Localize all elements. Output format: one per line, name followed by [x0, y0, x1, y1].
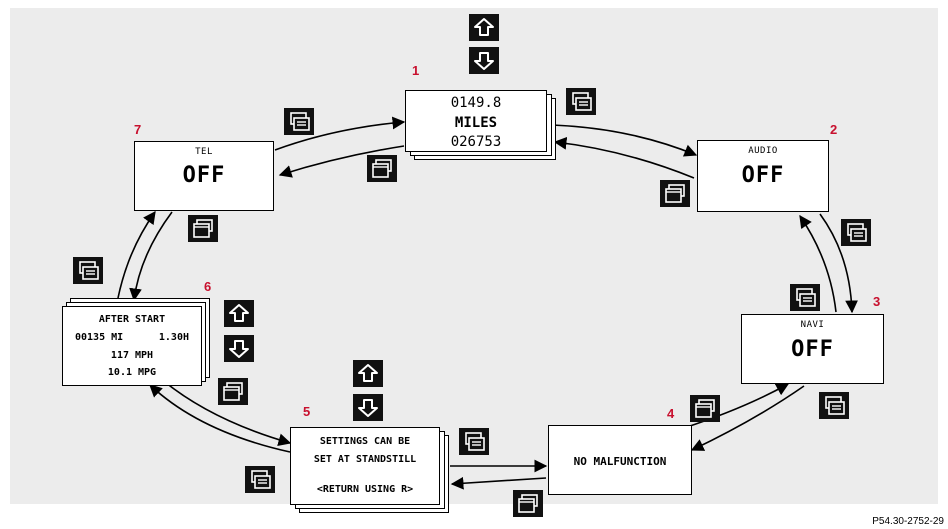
page-forward-icon[interactable]	[73, 257, 103, 284]
arrow-1-to-2	[551, 124, 698, 157]
after-start-consumption: 10.1 MPG	[107, 367, 157, 378]
distance-unit: MILES	[454, 115, 498, 131]
arrow-2-to-3	[819, 213, 858, 314]
arrow-down-icon[interactable]	[224, 335, 254, 362]
settings-line-3: <RETURN USING R>	[316, 484, 414, 495]
arrow-up-icon[interactable]	[469, 14, 499, 41]
display-audio-value: OFF	[741, 163, 785, 188]
page-forward-icon[interactable]	[245, 466, 275, 493]
display-number-4: 4	[667, 406, 675, 421]
arrow-4-to-5	[450, 476, 547, 490]
arrow-3-to-2	[799, 214, 837, 313]
page-back-icon[interactable]	[218, 378, 248, 405]
page-forward-icon[interactable]	[790, 284, 820, 311]
display-malfunction-text: NO MALFUNCTION	[573, 455, 667, 468]
page-back-icon[interactable]	[367, 155, 397, 182]
display-number-1: 1	[412, 63, 420, 78]
page-forward-icon[interactable]	[284, 108, 314, 135]
display-audio-label: AUDIO	[748, 146, 778, 156]
display-tel: TEL OFF	[134, 141, 274, 211]
display-trip-miles: 0149.8 MILES 026753	[405, 90, 547, 152]
display-audio: AUDIO OFF	[697, 140, 829, 212]
display-number-5: 5	[303, 404, 311, 419]
after-start-distance: 00135 MI	[75, 332, 124, 343]
display-number-3: 3	[873, 294, 881, 309]
display-settings: SETTINGS CAN BE SET AT STANDSTILL <RETUR…	[290, 427, 440, 505]
arrow-down-icon[interactable]	[469, 47, 499, 74]
display-number-6: 6	[204, 279, 212, 294]
arrow-3-to-4	[690, 385, 805, 451]
after-start-duration: 1.30H	[158, 332, 189, 343]
page-forward-icon[interactable]	[841, 219, 871, 246]
page-back-icon[interactable]	[690, 395, 720, 422]
page-forward-icon[interactable]	[819, 392, 849, 419]
arrow-6-to-7	[117, 210, 156, 299]
arrow-7-to-1	[274, 116, 406, 151]
display-number-2: 2	[830, 122, 838, 137]
display-navi: NAVI OFF	[741, 314, 884, 384]
figure-caption: P54.30-2752-29	[872, 516, 944, 527]
page-back-icon[interactable]	[660, 180, 690, 207]
settings-line-2: SET AT STANDSTILL	[313, 454, 417, 465]
arrow-1-to-7	[278, 145, 405, 178]
after-start-title: AFTER START	[98, 314, 166, 325]
display-navi-label: NAVI	[800, 320, 825, 330]
arrow-up-icon[interactable]	[353, 360, 383, 387]
trip-distance: 0149.8	[450, 95, 502, 111]
display-after-start: AFTER START 00135 MI 1.30H 117 MPH 10.1 …	[62, 306, 202, 386]
arrow-7-to-6	[129, 211, 173, 302]
page-back-icon[interactable]	[513, 490, 543, 517]
arrow-4-to-3	[683, 383, 790, 429]
page-forward-icon[interactable]	[459, 428, 489, 455]
display-tel-label: TEL	[195, 147, 213, 157]
arrow-2-to-1	[553, 136, 695, 179]
page-forward-icon[interactable]	[566, 88, 596, 115]
display-number-7: 7	[134, 122, 142, 137]
display-malfunction: NO MALFUNCTION	[548, 425, 692, 495]
page-back-icon[interactable]	[188, 215, 218, 242]
display-tel-value: OFF	[182, 163, 226, 188]
arrow-up-icon[interactable]	[224, 300, 254, 327]
display-navi-value: OFF	[791, 337, 834, 362]
odometer: 026753	[450, 134, 502, 150]
settings-line-1: SETTINGS CAN BE	[319, 436, 411, 447]
arrow-5-to-6	[149, 384, 291, 453]
arrow-6-to-5	[159, 377, 292, 446]
arrow-down-icon[interactable]	[353, 394, 383, 421]
after-start-speed: 117 MPH	[110, 350, 154, 361]
